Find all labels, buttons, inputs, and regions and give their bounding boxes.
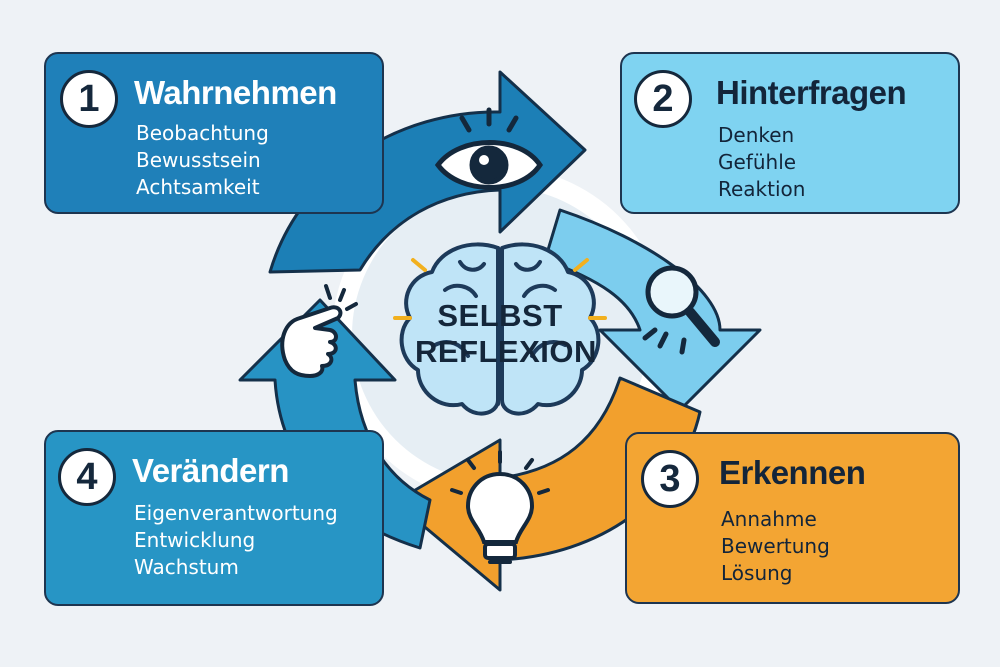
- center-label: SELBST REFLEXION: [415, 298, 597, 370]
- step-item: Lösung: [721, 561, 793, 585]
- step-title: Hinterfragen: [716, 74, 907, 111]
- step-item-list: Beobachtung Bewusstsein Achtsamkeit: [136, 120, 269, 201]
- lightbulb-icon: [450, 450, 550, 564]
- step-title: Verändern: [132, 452, 289, 489]
- pointing-hand-icon: [280, 284, 358, 378]
- step-number-badge: 3: [641, 450, 699, 508]
- step-item: Denken: [718, 123, 795, 147]
- step-item: Annahme: [721, 507, 817, 531]
- step-card-erkennen: 3 Erkennen Annahme Bewertung Lösung: [625, 432, 960, 604]
- brain-icon: [399, 242, 601, 416]
- step-item: Reaktion: [718, 177, 806, 201]
- step-title: Wahrnehmen: [134, 74, 337, 111]
- brain-rays: [393, 258, 607, 320]
- step-item: Eigenverantwortung: [134, 501, 338, 525]
- step-item: Entwicklung: [134, 528, 256, 552]
- cycle-arrow-2: [543, 208, 762, 412]
- magnifier-icon: [642, 265, 720, 355]
- step-item-list: Annahme Bewertung Lösung: [721, 506, 830, 587]
- step-card-hinterfragen: 2 Hinterfragen Denken Gefühle Reaktion: [620, 52, 960, 214]
- step-item-list: Eigenverantwortung Entwicklung Wachstum: [134, 500, 338, 581]
- center-label-line1: SELBST: [437, 298, 563, 333]
- center-label-line2: REFLEXION: [415, 334, 597, 369]
- step-item: Beobachtung: [136, 121, 269, 145]
- step-number-badge: 2: [634, 70, 692, 128]
- step-item: Bewertung: [721, 534, 830, 558]
- step-number-badge: 4: [58, 448, 116, 506]
- step-title: Erkennen: [719, 454, 866, 491]
- eye-icon: [434, 107, 544, 190]
- step-item: Wachstum: [134, 555, 239, 579]
- step-item-list: Denken Gefühle Reaktion: [718, 122, 805, 203]
- step-card-veraendern: 4 Verändern Eigenverantwortung Entwicklu…: [44, 430, 384, 606]
- step-card-wahrnehmen: 1 Wahrnehmen Beobachtung Bewusstsein Ach…: [44, 52, 384, 214]
- step-item: Achtsamkeit: [136, 175, 260, 199]
- step-item: Gefühle: [718, 150, 797, 174]
- step-number-badge: 1: [60, 70, 118, 128]
- step-item: Bewusstsein: [136, 148, 261, 172]
